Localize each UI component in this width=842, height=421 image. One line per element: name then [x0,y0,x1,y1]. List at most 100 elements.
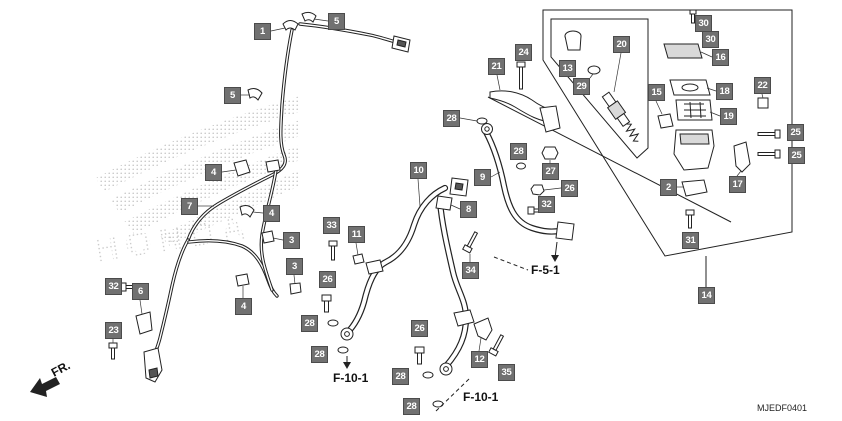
diagram-code: MJEDF0401 [757,403,808,413]
callout-22: 22 [754,77,771,94]
callout-29: 29 [573,78,590,95]
callout-25: 25 [788,147,805,164]
leader-line [272,237,284,241]
reference-label-f-10-1: F-10-1 [463,390,499,404]
leader-line [450,204,461,210]
honda-watermark-logo: HONDA [91,96,300,270]
callout-5: 5 [224,87,241,104]
piston-spring [625,123,640,142]
leader-line [543,187,562,191]
brake-hose-9-inner [484,130,562,234]
callout-9: 9 [474,169,491,186]
callout-34: 34 [462,262,479,279]
callout-27: 27 [542,163,559,180]
brake-hose-10-right-inner [438,200,468,368]
bolt-34 [462,231,479,254]
bolt-head [774,129,781,139]
leader-line [496,74,501,91]
hose-end-fitting [555,221,575,241]
callout-3: 3 [283,232,300,249]
reservoir-cap-16 [663,43,703,59]
callout-14: 14 [698,287,715,304]
reference-label-f-10-1: F-10-1 [333,371,369,385]
callout-35: 35 [498,364,515,381]
nut-27 [541,146,559,160]
harness-connector-socket [396,39,407,48]
reference-leader-dashed [435,377,471,412]
sealing-washer [476,117,488,125]
wheel-speed-sensor [108,282,163,383]
callout-21: 21 [488,58,505,75]
callout-7: 7 [181,198,198,215]
boot-13-body [564,35,582,51]
clamp-plate [352,253,365,265]
callout-28: 28 [403,398,420,415]
leader-line [270,27,286,32]
pivot-bolt-head [516,61,526,68]
reference-arrowhead [343,362,351,369]
wire-outline [298,22,398,44]
leader-line [490,171,501,178]
axis-line [487,96,732,223]
hose-bracket-12 [473,317,493,341]
leader-line [355,242,359,256]
holder-17 [733,141,751,173]
callout-3: 3 [286,258,303,275]
bolt-head [108,342,118,349]
front-direction-indicator: FR. [30,358,72,397]
harness-junction [265,159,281,173]
bolt-shank [688,214,692,229]
callout-19: 19 [720,108,737,125]
callout-17: 17 [729,176,746,193]
leader-line [655,100,663,115]
callout-23: 23 [105,322,122,339]
assembly-outline [542,9,793,257]
bolt-head [328,240,338,247]
leader-line [252,211,264,214]
hose-joint-port [454,182,464,191]
banjo-bolt-shank [417,352,422,365]
callout-30: 30 [695,15,712,32]
reference-label-f-5-1: F-5-1 [531,263,560,277]
leader-line [700,51,713,58]
direction-label: FR. [49,358,73,379]
harness-clamp [235,273,250,287]
leader-line [736,170,742,177]
piston-set-20 [601,91,640,142]
callout-28: 28 [311,346,328,363]
leader-line [709,111,721,117]
callout-24: 24 [515,44,532,61]
leader-line [478,337,482,352]
callout-5: 5 [328,13,345,30]
plate-recess [681,83,699,92]
master-cylinder-assembly-outline [487,9,793,287]
bleeder-cap [530,184,545,196]
callout-26: 26 [319,271,336,288]
leader-line [761,93,764,99]
callout-11: 11 [348,226,365,243]
callout-32: 32 [105,278,122,295]
bolt-shank [111,347,115,360]
bolt-head [685,209,695,216]
callout-15: 15 [648,84,665,101]
leader-line [589,73,594,79]
leader-line [221,169,237,173]
bolt-35 [488,334,505,357]
callout-8: 8 [460,201,477,218]
screw-head [689,9,697,15]
reference-arrowhead [551,255,559,262]
harness-clamp [233,159,251,177]
leader-line [139,299,143,315]
banjo-hole [484,126,490,132]
wire-inner [299,23,397,43]
harness-clip [247,88,263,101]
sealing-washer [337,346,349,354]
wing-stripe [96,96,300,192]
callout-25: 25 [787,124,804,141]
callout-26: 26 [411,320,428,337]
circlip-29 [587,65,601,75]
callout-1: 1 [254,23,271,40]
sensor-bracket [135,311,153,335]
reference-leader-dashed [493,256,529,271]
